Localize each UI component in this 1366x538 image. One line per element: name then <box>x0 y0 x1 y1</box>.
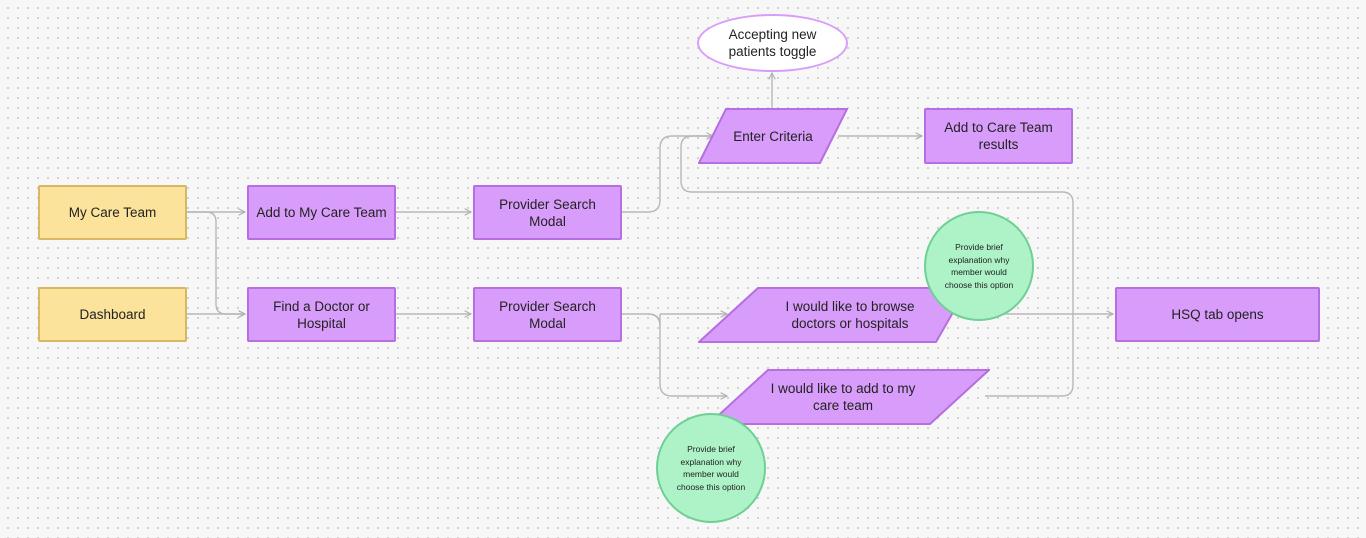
node-my-care-team: My Care Team <box>38 185 187 240</box>
node-find-doctor: Find a Doctor or Hospital <box>247 287 396 342</box>
node-provider-search-modal-2-label: Provider Search Modal <box>499 298 596 331</box>
node-provider-search-modal-2: Provider Search Modal <box>473 287 622 342</box>
node-browse: I would like to browse doctors or hospit… <box>770 287 930 343</box>
node-browse-shape <box>698 287 968 343</box>
node-enter-criteria: Enter Criteria <box>698 108 848 164</box>
node-enter-criteria-shape <box>698 108 848 164</box>
node-add-results-label: Add to Care Team results <box>944 120 1053 152</box>
node-provider-search-modal-1: Provider Search Modal <box>473 185 622 240</box>
node-add-team: I would like to add to my care team <box>765 369 921 425</box>
connector-mycareteam-to-find <box>186 211 245 314</box>
note-browse-explanation-text: Provide brief explanation why member wou… <box>944 242 1014 290</box>
node-provider-search-modal-1-label: Provider Search Modal <box>499 196 596 229</box>
node-browse-label: I would like to browse doctors or hospit… <box>785 299 915 331</box>
node-hsq-tab-label: HSQ tab opens <box>1171 307 1264 322</box>
note-add-team-explanation-text: Provide brief explanation why member wou… <box>676 444 746 492</box>
node-dashboard-label: Dashboard <box>79 307 146 322</box>
node-add-to-my-care-team-label: Add to My Care Team <box>256 205 387 220</box>
node-add-team-shape <box>708 369 990 425</box>
node-dashboard: Dashboard <box>38 287 187 342</box>
node-accepting-toggle: Accepting new patients toggle <box>697 14 848 72</box>
node-enter-criteria-label: Enter Criteria <box>733 128 813 144</box>
node-accepting-toggle-label: Accepting new patients toggle <box>728 27 817 59</box>
note-browse-explanation: Provide brief explanation why member wou… <box>924 211 1034 321</box>
node-add-team-label: I would like to add to my care team <box>770 381 916 413</box>
note-add-team-explanation: Provide brief explanation why member wou… <box>656 413 766 523</box>
node-add-results: Add to Care Team results <box>924 108 1073 164</box>
node-add-to-my-care-team: Add to My Care Team <box>247 185 396 240</box>
node-find-doctor-label: Find a Doctor or Hospital <box>273 298 370 331</box>
node-hsq-tab: HSQ tab opens <box>1115 287 1320 342</box>
node-my-care-team-label: My Care Team <box>68 205 157 220</box>
